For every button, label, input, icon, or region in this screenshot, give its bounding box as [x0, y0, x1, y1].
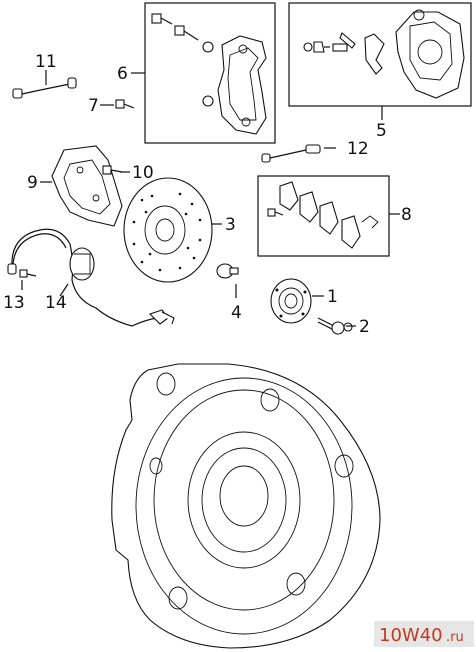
bolt-13: [19, 269, 37, 278]
watermark-suffix: .ru: [446, 630, 464, 645]
callout-4: 4: [231, 303, 242, 323]
callout-1: 1: [327, 287, 338, 307]
dust-shield-9: [51, 145, 123, 227]
screw-4: [216, 263, 239, 279]
brake-rotor-3: [123, 177, 213, 283]
brake-pad-4: [341, 215, 361, 249]
callout-9: 9: [27, 173, 38, 193]
bracket-nut-b: [202, 95, 214, 107]
bolt-10: [102, 165, 123, 175]
hub-detail-view: [111, 363, 381, 649]
pad-bolt: [267, 208, 284, 217]
brake-caliper: [395, 11, 465, 99]
callout-10: 10: [132, 163, 154, 183]
callout-2: 2: [359, 317, 370, 337]
wear-sensor-12: [261, 144, 321, 163]
callout-5: 5: [376, 121, 387, 141]
caliper-bracket: [217, 35, 267, 135]
caliper-bracket-group: [144, 2, 276, 144]
brake-pad-3: [319, 201, 339, 235]
brake-pads-group: [257, 175, 390, 257]
bracket-nut-a: [202, 41, 214, 53]
callout-14: 14: [45, 293, 67, 313]
callout-6: 6: [117, 64, 128, 84]
brake-pad-1: [279, 181, 299, 211]
hub-bearing-1: [270, 278, 312, 324]
callout-7: 7: [88, 96, 99, 116]
bracket-bolt-b: [174, 25, 199, 41]
callout-13: 13: [3, 293, 25, 313]
bolt-2: [317, 317, 353, 335]
bracket-bolt-a: [151, 13, 173, 25]
abs-sensor-harness-14: [7, 228, 175, 327]
callout-3: 3: [225, 215, 236, 235]
wear-sensor-11: [12, 77, 77, 99]
callout-8: 8: [401, 205, 412, 225]
caliper-bleeder-parts: [303, 32, 385, 75]
caliper-group: [288, 2, 472, 107]
callout-11: 11: [35, 52, 57, 72]
watermark-main: 10W40: [379, 625, 443, 646]
brake-pad-2: [299, 191, 319, 223]
pad-clip: [361, 215, 379, 229]
site-watermark: 10W40 .ru: [374, 621, 474, 647]
bolt-7: [115, 99, 135, 109]
callout-12: 12: [347, 139, 369, 159]
